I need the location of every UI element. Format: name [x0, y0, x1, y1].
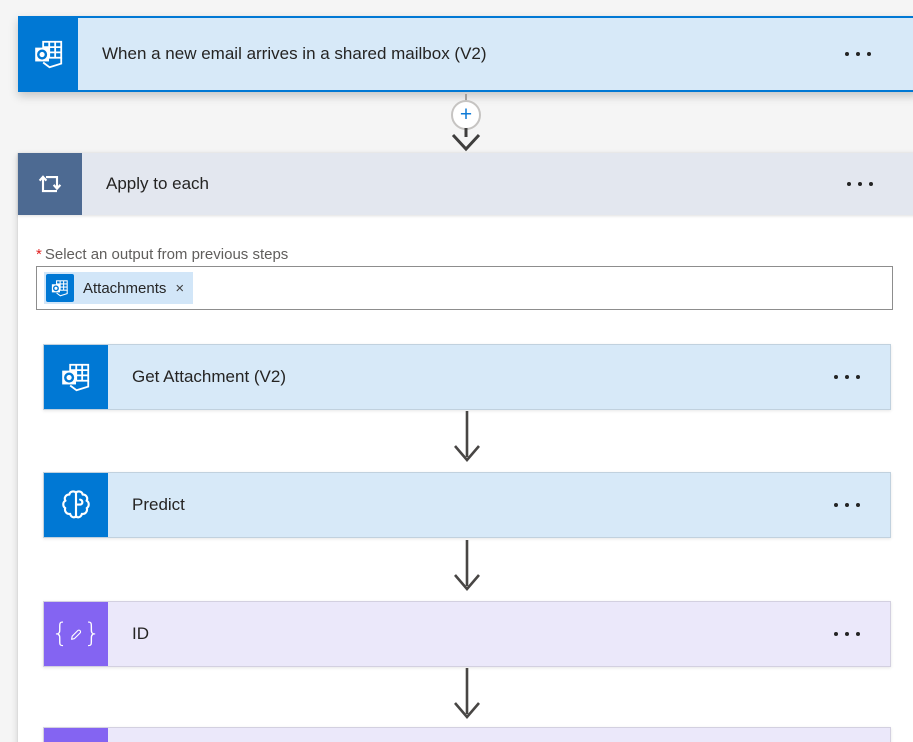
arrow-down-icon	[453, 411, 481, 462]
attachments-token[interactable]: Attachments ×	[44, 272, 194, 304]
more-options-button[interactable]	[841, 176, 879, 192]
trigger-card[interactable]: When a new email arrives in a shared mai…	[18, 16, 913, 92]
arrow-down-icon	[451, 128, 481, 152]
outlook-icon	[51, 280, 68, 297]
scope-title: Apply to each	[106, 174, 210, 193]
token-outlook-icon	[46, 274, 74, 302]
required-asterisk: *	[36, 246, 42, 263]
outlook-connector-icon	[20, 18, 78, 90]
data-operation-connector-icon: { }	[44, 728, 108, 742]
more-options-button[interactable]	[828, 626, 866, 642]
field-label: *Select an output from previous steps	[36, 246, 288, 263]
output-select-input[interactable]: Attachments ×	[36, 266, 893, 310]
loop-connector-icon	[18, 153, 82, 215]
token-label: Attachments	[83, 279, 167, 297]
ai-builder-connector-icon	[44, 473, 108, 537]
plus-icon: +	[459, 103, 473, 126]
add-step-button[interactable]: +	[451, 100, 481, 130]
action-card-get-attachment[interactable]: Get Attachment (V2)	[43, 344, 891, 410]
connector-line	[465, 94, 467, 104]
action-title: Predict	[132, 495, 185, 514]
brain-icon	[62, 490, 90, 519]
action-card-id[interactable]: { } ID	[43, 601, 891, 667]
trigger-title: When a new email arrives in a shared mai…	[102, 44, 487, 63]
apply-to-each-header[interactable]: Apply to each	[18, 153, 913, 215]
pencil-icon	[70, 629, 81, 640]
outlook-connector-icon	[44, 345, 108, 409]
outlook-icon	[60, 363, 90, 392]
data-operation-connector-icon: { }	[44, 602, 108, 666]
action-title: ID	[132, 624, 149, 643]
arrow-down-icon	[453, 540, 481, 591]
field-label-text: Select an output from previous steps	[44, 246, 289, 263]
action-card-predict[interactable]: Predict	[43, 472, 891, 538]
arrow-down-icon	[453, 668, 481, 719]
outlook-icon	[33, 40, 63, 69]
apply-to-each-scope: Apply to each *Select an output from pre…	[17, 153, 913, 742]
more-options-button[interactable]	[828, 369, 866, 385]
more-options-button[interactable]	[839, 46, 877, 62]
loop-icon	[38, 175, 62, 193]
action-card-partial[interactable]: { }	[43, 727, 891, 742]
token-remove-button[interactable]: ×	[175, 279, 185, 297]
action-title: Get Attachment (V2)	[132, 367, 287, 386]
compose-braces-pencil-icon: { }	[51, 617, 101, 649]
more-options-button[interactable]	[828, 497, 866, 513]
